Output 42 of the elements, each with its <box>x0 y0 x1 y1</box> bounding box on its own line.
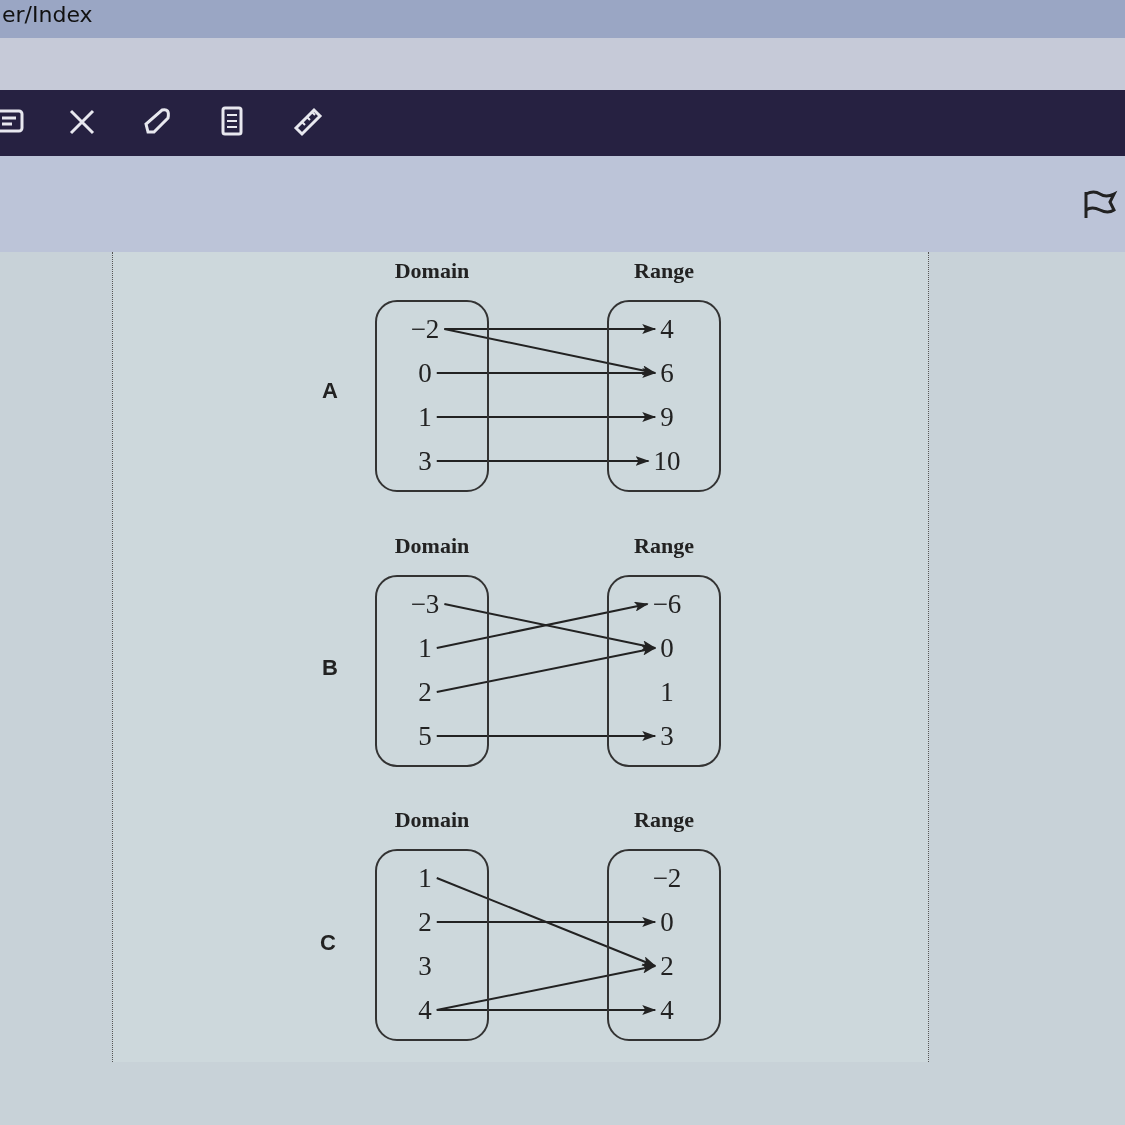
value-text: 2 <box>418 678 432 706</box>
url-text: er/Index <box>2 2 93 27</box>
arrow <box>435 412 657 422</box>
column-heading: Range <box>633 533 695 559</box>
value-text: 3 <box>418 952 432 980</box>
arrow <box>435 368 657 378</box>
value-text: 3 <box>660 722 674 750</box>
column-heading: Range <box>633 807 695 833</box>
value-text: −2 <box>410 315 440 343</box>
value-text: 1 <box>418 403 432 431</box>
column-heading: Domain <box>393 258 471 284</box>
value-text: 2 <box>660 952 674 980</box>
value-text: 1 <box>418 634 432 662</box>
value-text: 3 <box>418 447 432 475</box>
value-text: 9 <box>660 403 674 431</box>
value-text: 6 <box>660 359 674 387</box>
value-text: 10 <box>653 447 681 475</box>
value-text: 1 <box>418 864 432 892</box>
value-text: 0 <box>660 908 674 936</box>
arrow <box>435 456 650 466</box>
value-text: 0 <box>660 634 674 662</box>
option-letter: B <box>322 655 338 681</box>
value-text: −6 <box>652 590 682 618</box>
column-heading: Range <box>633 258 695 284</box>
value-text: 1 <box>660 678 674 706</box>
value-text: 4 <box>660 315 674 343</box>
value-text: 5 <box>418 722 432 750</box>
arrow <box>435 645 657 693</box>
value-text: 4 <box>660 996 674 1024</box>
arrow <box>435 1005 657 1015</box>
value-text: 4 <box>418 996 432 1024</box>
option-letter: C <box>320 930 336 956</box>
value-text: 2 <box>418 908 432 936</box>
option-letter: A <box>322 378 338 404</box>
arrow <box>435 877 657 967</box>
value-text: −3 <box>410 590 440 618</box>
arrow <box>435 917 657 927</box>
column-heading: Domain <box>393 807 471 833</box>
value-text: 0 <box>418 359 432 387</box>
column-heading: Domain <box>393 533 471 559</box>
value-text: −2 <box>652 864 682 892</box>
arrow <box>435 731 657 741</box>
